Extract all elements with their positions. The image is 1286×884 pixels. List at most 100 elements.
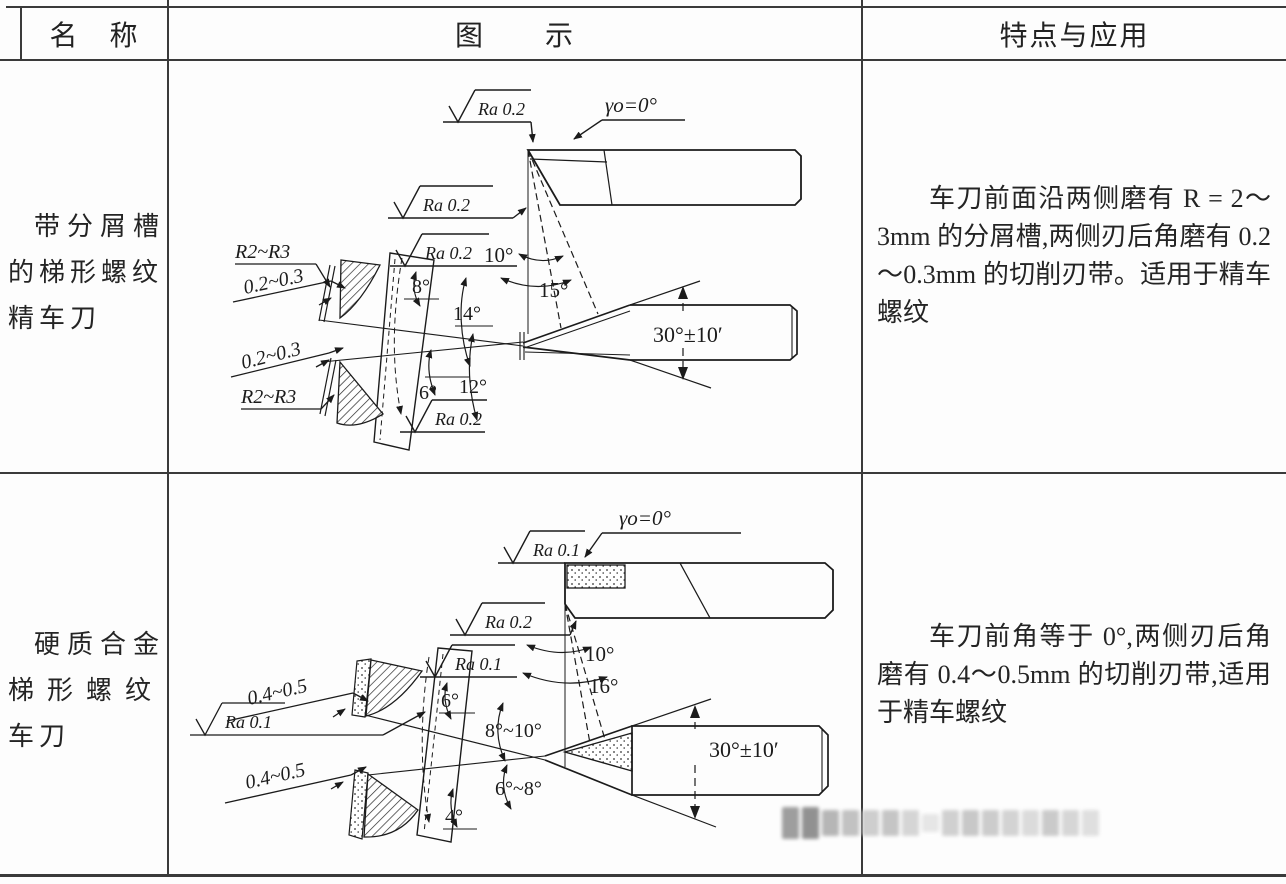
table-border-col1	[167, 0, 169, 877]
fig1-roughness-low	[390, 233, 517, 268]
header-name-label: 名 称	[49, 21, 140, 52]
fig2-angle-16-label: 16°	[589, 674, 618, 698]
fig2-left-callouts	[190, 692, 426, 804]
fig1-chip-groove-bottom	[336, 360, 384, 426]
fig1-toolbar-outline	[526, 149, 802, 206]
fig1-angle-6-label: 6°	[419, 382, 437, 404]
row1-name-line: 的梯形螺纹	[8, 258, 164, 287]
watermark-block	[962, 810, 979, 836]
fig1-edge-angles	[404, 271, 493, 421]
fig1-roughness-top	[443, 89, 536, 143]
fig2-roughness-mid	[450, 602, 577, 637]
fig2-ra-top-label: Ra 0.1	[532, 540, 580, 560]
watermark-block	[1062, 810, 1079, 836]
watermark-block	[882, 810, 899, 836]
watermark-block	[862, 810, 879, 836]
fig1-front-view	[318, 252, 524, 451]
watermark-block	[942, 810, 959, 836]
fig1-ra-top-label: Ra 0.2	[477, 99, 525, 119]
fig2-angle-10-label: 10°	[585, 642, 614, 666]
fig1-roughness-mid	[388, 185, 527, 220]
watermark	[782, 800, 1118, 846]
watermark-block	[902, 810, 919, 836]
row1-name-line: 精车刀	[8, 304, 102, 333]
watermark-block	[1022, 810, 1039, 836]
header-name: 名 称	[22, 8, 167, 60]
fig2-edge-band-top	[351, 658, 372, 718]
fig2-chip-wedge-bottom	[363, 772, 419, 838]
fig2-ra-left-label: Ra 0.1	[224, 712, 272, 732]
row2-features-text: 车刀前角等于 0°,两侧刃后角磨有 0.4～0.5mm 的切削刃带,适用于精车螺…	[877, 622, 1271, 727]
fig1-ra-low-label: Ra 0.2	[424, 243, 472, 263]
fig2-roughness-top	[498, 530, 585, 565]
fig2-flank-angles	[522, 577, 610, 767]
fig2-carbide-insert	[566, 564, 626, 589]
fig2-ra-low-label: Ra 0.1	[454, 654, 502, 674]
fig1-plan-view	[519, 280, 798, 389]
fig2-band-bottom-label: 0.4~0.5	[243, 759, 307, 794]
watermark-block	[1082, 810, 1099, 836]
fig1-toolbar-rake-line	[529, 158, 608, 163]
fig1-thread-angle-label: 30°±10′	[653, 322, 723, 347]
fig2-angle-6-label: 6°	[441, 690, 459, 712]
header-illustration: 图 示	[169, 8, 861, 60]
watermark-block	[842, 810, 859, 836]
fig1-angle-14-label: 14°	[453, 303, 481, 325]
watermark-block	[922, 814, 939, 832]
row1-features-text: 车刀前面沿两侧磨有 R = 2～3mm 的分屑槽,两侧刃后角磨有 0.2～0.3…	[877, 184, 1271, 327]
watermark-block	[1002, 810, 1019, 836]
fig2-edge-angles	[439, 682, 512, 830]
watermark-block	[782, 807, 799, 839]
table-border-header-sep	[0, 59, 1286, 61]
row2-name-line: 车刀	[8, 722, 71, 751]
table-border-bottom	[0, 874, 1286, 877]
fig2-side-view	[564, 562, 834, 619]
fig2-angle-4-label: 4°	[445, 806, 463, 828]
fig1-band-bottom-label: 0.2~0.3	[239, 338, 303, 374]
fig1-gamma-label: γo=0°	[605, 93, 657, 117]
header-features-label: 特点与应用	[999, 21, 1150, 52]
fig2-angle-6-8-label: 6°~8°	[495, 778, 542, 800]
row2-name: 硬质合金 梯形螺纹 车刀	[8, 622, 166, 760]
fig2-toolbar-outline	[564, 562, 834, 619]
fig1-flank-angles	[500, 149, 599, 334]
fig1-chip-groove-top	[339, 259, 381, 320]
watermark-block	[822, 810, 839, 836]
row2-name-line: 硬质合金	[34, 630, 167, 659]
fig1-radius-top-label: R2~R3	[234, 241, 290, 263]
fig2-ra-mid-label: Ra 0.2	[484, 612, 532, 632]
fig1-angle-15-label: 15°	[539, 278, 568, 302]
fig1-ra-mid-label: Ra 0.2	[422, 195, 470, 215]
fig2-chip-wedge-top	[365, 659, 424, 717]
table-border-row-sep	[0, 472, 1286, 474]
row1-name: 带分屑槽 的梯形螺纹 精车刀	[8, 204, 166, 342]
fig2-front-view	[348, 647, 546, 843]
table-border-top	[6, 6, 1286, 8]
watermark-block	[802, 807, 819, 839]
figure1-drawing: 15° γo=0° Ra 0.2 Ra 0.2 Ra 0.2 10° Ra 0.	[230, 89, 802, 451]
figure2-drawing: γo=0° Ra 0.1 Ra 0.2 Ra 0.1 10° 16°	[190, 506, 834, 843]
fig1-toolbar-insert-line	[603, 149, 613, 206]
row2-name-line: 梯形螺纹	[8, 676, 165, 705]
row1-name-line: 带分屑槽	[34, 212, 167, 241]
fig1-angle-12-label: 12°	[459, 376, 487, 398]
table-border-left	[20, 6, 22, 61]
fig2-toolbar-braze-line	[679, 562, 711, 619]
watermark-block	[1042, 810, 1059, 836]
fig2-plan-view	[544, 698, 829, 828]
fig1-gamma-callout	[573, 119, 685, 140]
fig2-gamma-label: γo=0°	[619, 506, 671, 530]
fig2-angle-8-10-label: 8°~10°	[485, 720, 542, 742]
header-features: 特点与应用	[863, 8, 1286, 60]
fig2-thread-angle-label: 30°±10′	[709, 737, 779, 762]
fig2-gamma-callout	[584, 532, 741, 558]
fig2-carbide-tip	[562, 732, 633, 772]
header-illustration-label: 图 示	[454, 21, 575, 52]
fig1-radius-bottom-label: R2~R3	[240, 386, 296, 408]
fig1-left-callouts	[230, 263, 346, 410]
fig1-side-view	[526, 149, 802, 206]
fig1-angle-8-label: 8°	[412, 276, 430, 298]
table-border-col2	[861, 0, 863, 877]
fig1-angle-10-label: 10°	[484, 243, 513, 267]
